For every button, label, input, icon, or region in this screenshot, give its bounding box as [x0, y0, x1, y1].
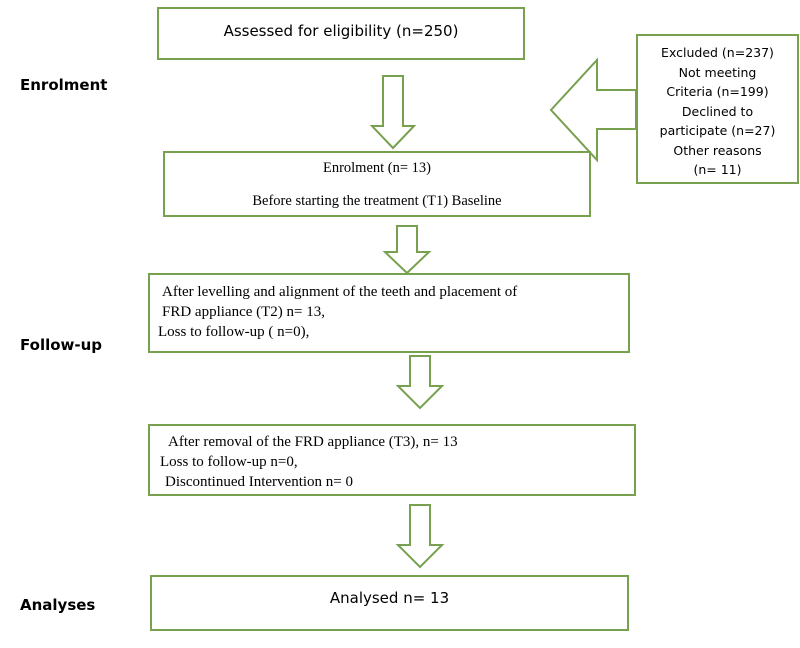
arrow-down-1 [369, 75, 417, 150]
t2-line: After levelling and alignment of the tee… [162, 284, 518, 300]
t3-line: Loss to follow-up n=0, [160, 454, 298, 470]
t3-line: After removal of the FRD appliance (T3),… [168, 434, 458, 450]
excluded-box: Excluded (n=237) Not meeting Criteria (n… [636, 34, 799, 184]
excluded-line: Excluded (n=237) [661, 45, 774, 60]
excluded-line: Not meeting [678, 64, 757, 80]
enrolment-baseline: Before starting the treatment (T1) Basel… [252, 193, 502, 209]
analysed-box: Analysed n= 13 [150, 575, 629, 631]
t3-box: After removal of the FRD appliance (T3),… [148, 424, 636, 496]
arrow-down-4 [395, 504, 445, 569]
enrolment-count: Enrolment (n= 13) [322, 160, 432, 176]
excluded-line: Declined to [681, 103, 754, 119]
excluded-line: participate (n=27) [659, 123, 776, 138]
excluded-line: (n= 11) [693, 162, 742, 177]
t3-line: Discontinued Intervention n= 0 [165, 474, 354, 490]
t2-line: FRD appliance (T2) n= 13, [162, 304, 326, 320]
excluded-line: Criteria (n=199) [666, 84, 769, 99]
stage-label-analyses: Analyses [20, 596, 96, 614]
stage-label-enrolment: Enrolment [20, 76, 108, 94]
assessed-text: Assessed for eligibility (n=250) [223, 22, 459, 40]
arrow-down-3 [395, 355, 445, 410]
enrolment-box: Enrolment (n= 13) Before starting the tr… [163, 151, 591, 217]
analysed-text: Analysed n= 13 [329, 589, 450, 607]
stage-label-follow-up: Follow-up [20, 336, 103, 354]
assessed-box: Assessed for eligibility (n=250) [157, 7, 525, 60]
t2-line: Loss to follow-up ( n=0), [158, 324, 310, 340]
excluded-line: Other reasons [673, 142, 762, 158]
t2-box: After levelling and alignment of the tee… [148, 273, 630, 353]
arrow-left-excluded [549, 57, 637, 163]
arrow-down-2 [382, 225, 432, 275]
